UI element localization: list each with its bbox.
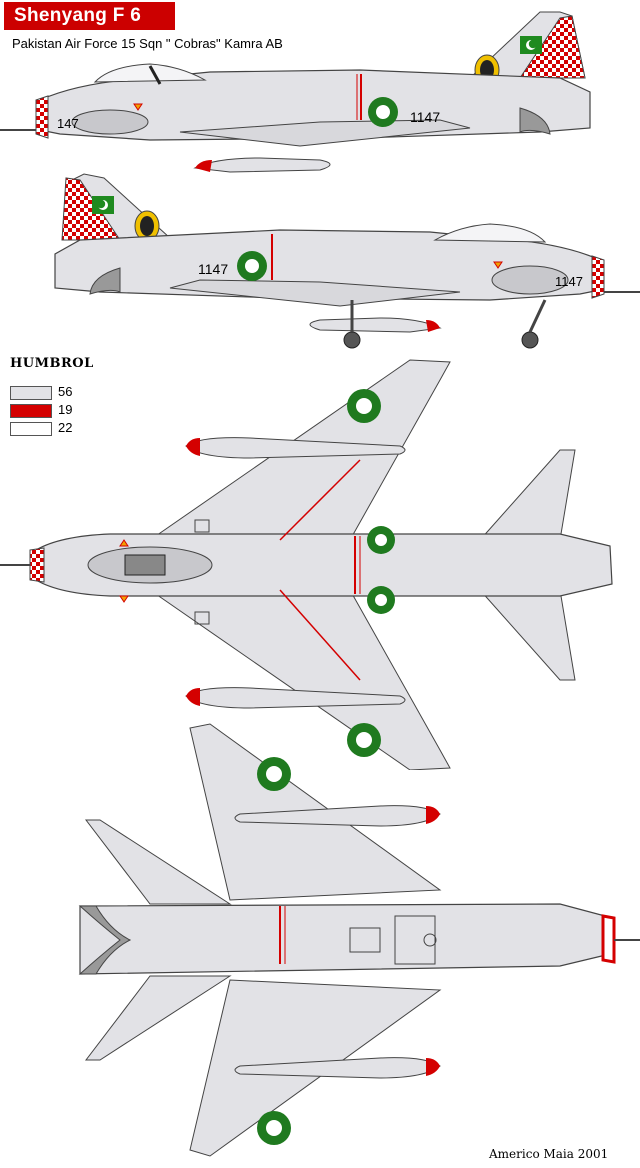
top-planform-view bbox=[0, 359, 613, 770]
swatch-22 bbox=[10, 422, 52, 436]
swatch-19-label: 19 bbox=[58, 402, 73, 417]
swatch-56 bbox=[10, 386, 52, 400]
swatch-22-label: 22 bbox=[58, 420, 73, 435]
swatch-56-label: 56 bbox=[58, 384, 73, 399]
fin-checker-band bbox=[519, 15, 586, 79]
author-credit: Americo Maia 2001 bbox=[489, 1147, 609, 1161]
serial-nose: 147 bbox=[57, 116, 79, 131]
title-banner: Shenyang F 6 bbox=[4, 2, 175, 30]
left-profile-view: 1147 147 bbox=[0, 11, 591, 173]
serial-rear: 1147 bbox=[410, 109, 440, 125]
serial-nose-2: 1147 bbox=[555, 274, 583, 289]
serial-rear-2: 1147 bbox=[198, 261, 228, 277]
right-profile-view: 1147 1147 bbox=[54, 173, 640, 349]
canopy bbox=[93, 63, 207, 83]
nose-checker bbox=[35, 95, 49, 139]
page-subtitle: Pakistan Air Force 15 Sqn " Cobras" Kamr… bbox=[12, 36, 283, 51]
bottom-planform-view bbox=[78, 723, 640, 1157]
swatch-19 bbox=[10, 404, 52, 418]
page-title: Shenyang F 6 bbox=[14, 5, 142, 26]
bottom-fuselage bbox=[79, 903, 611, 975]
humbrol-legend-title: HUMBROL bbox=[10, 356, 94, 371]
